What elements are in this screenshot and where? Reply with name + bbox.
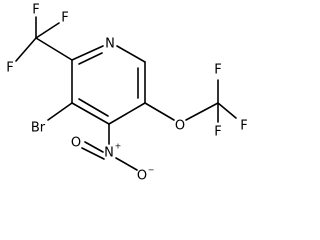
atom-n-ring: N xyxy=(105,37,115,52)
atom-o-ether: O xyxy=(175,119,185,134)
bond-cf3c-f-right xyxy=(217,102,237,119)
atom-br: Br xyxy=(31,121,46,136)
atom-f-left: F xyxy=(6,61,13,76)
bonds xyxy=(15,16,237,171)
charge-o-nitro-bottom: − xyxy=(148,166,155,175)
bond-n-nitro-o-top-double xyxy=(81,147,105,160)
atom-labels: F F F N Br O F F F N + O O − xyxy=(6,3,247,184)
atom-f-r-top: F xyxy=(214,63,221,78)
atom-f-r-right: F xyxy=(240,119,247,134)
atom-f-top: F xyxy=(32,3,39,18)
bond-cf3-c-f-mid xyxy=(35,22,60,39)
bond-c4-c3-double xyxy=(78,98,109,117)
bond-c5-c4 xyxy=(108,102,146,125)
bond-c2-n1 xyxy=(71,45,104,61)
bond-c4-c3 xyxy=(71,102,110,125)
bond-cf3-c-ring-c2 xyxy=(35,37,73,61)
bond-n1-c6 xyxy=(116,45,146,63)
bond-o-cf3c xyxy=(185,102,219,121)
bond-n-nitro-o-top xyxy=(84,141,104,153)
bond-c5-o xyxy=(144,102,175,121)
atom-f-mid: F xyxy=(61,11,68,26)
bond-cf3-c-f-left xyxy=(15,37,37,62)
bond-n-nitro-o-bottom xyxy=(115,157,138,171)
atom-n-nitro: N xyxy=(104,146,114,161)
charge-n-nitro: + xyxy=(115,142,122,151)
atom-o-nitro-top: O xyxy=(71,136,81,151)
atom-f-r-bottom: F xyxy=(214,125,221,140)
bond-c2-n1-double xyxy=(78,52,103,65)
molecule-structure-diagram: F F F N Br O F F F N + O O − xyxy=(6,3,247,184)
bond-c3-br xyxy=(47,102,73,121)
atom-o-nitro-bottom: O xyxy=(137,169,147,184)
